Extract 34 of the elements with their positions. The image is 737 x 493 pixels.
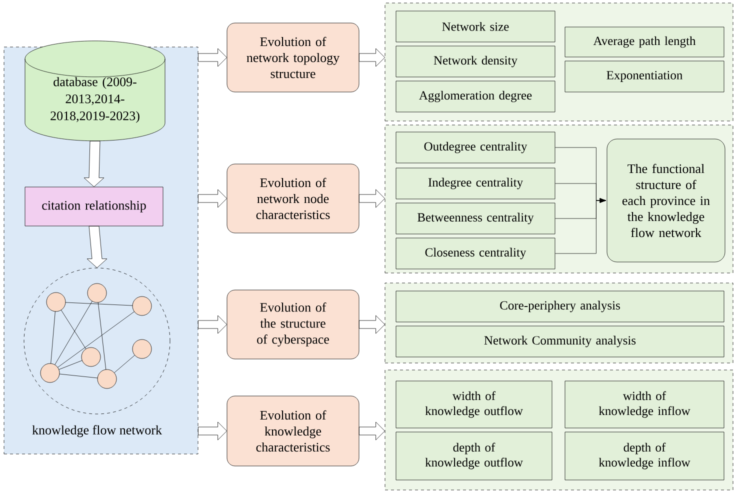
indicator-box: Average path length (564, 26, 724, 58)
indicator-box: Core-periphery analysis (396, 290, 724, 322)
process-box: Evolution of the structure of cyberspace (226, 290, 360, 360)
block-arrow (359, 48, 385, 67)
indicator-box: Exponentiation (564, 60, 724, 92)
indicator-box: Outdegree centrality (396, 132, 556, 164)
database-cylinder: database (2009-2013,2014-2018,2019-2023) (24, 40, 166, 142)
block-arrow (198, 189, 227, 208)
indicator-box: Agglomeration degree (396, 80, 556, 112)
block-arrow (198, 48, 227, 67)
process-box: Evolution of network topology structure (226, 22, 360, 92)
indicator-box: width of knowledge inflow (564, 380, 724, 428)
diagram-caption: knowledge flow network (32, 425, 162, 438)
process-box: Evolution of knowledge characteristics (226, 396, 360, 466)
indicator-box: Network Community analysis (396, 326, 724, 358)
block-arrow (198, 422, 227, 440)
indicator-box: depth of knowledge inflow (564, 432, 724, 480)
indicator-box: Network size (396, 10, 556, 42)
indicator-box: Closeness centrality (396, 238, 556, 270)
indicator-box: Betweenness centrality (396, 202, 556, 234)
indicator-box: depth of knowledge outflow (396, 432, 552, 480)
process-box: Evolution of network node characteristics (226, 164, 360, 234)
block-arrow (359, 422, 385, 440)
block-arrow (84, 140, 104, 187)
block-arrow (359, 315, 385, 334)
block-arrow (198, 315, 227, 334)
process-box: citation relationship (24, 186, 164, 226)
block-arrow (359, 189, 385, 208)
indicator-box: Indegree centrality (396, 168, 556, 200)
result-box: The functional structure of each province in the knowledge flow network (606, 138, 726, 262)
indicator-box: width of knowledge outflow (396, 380, 552, 428)
connector-arrow (555, 198, 606, 254)
block-arrow (86, 226, 108, 268)
indicator-box: Network density (396, 46, 556, 78)
